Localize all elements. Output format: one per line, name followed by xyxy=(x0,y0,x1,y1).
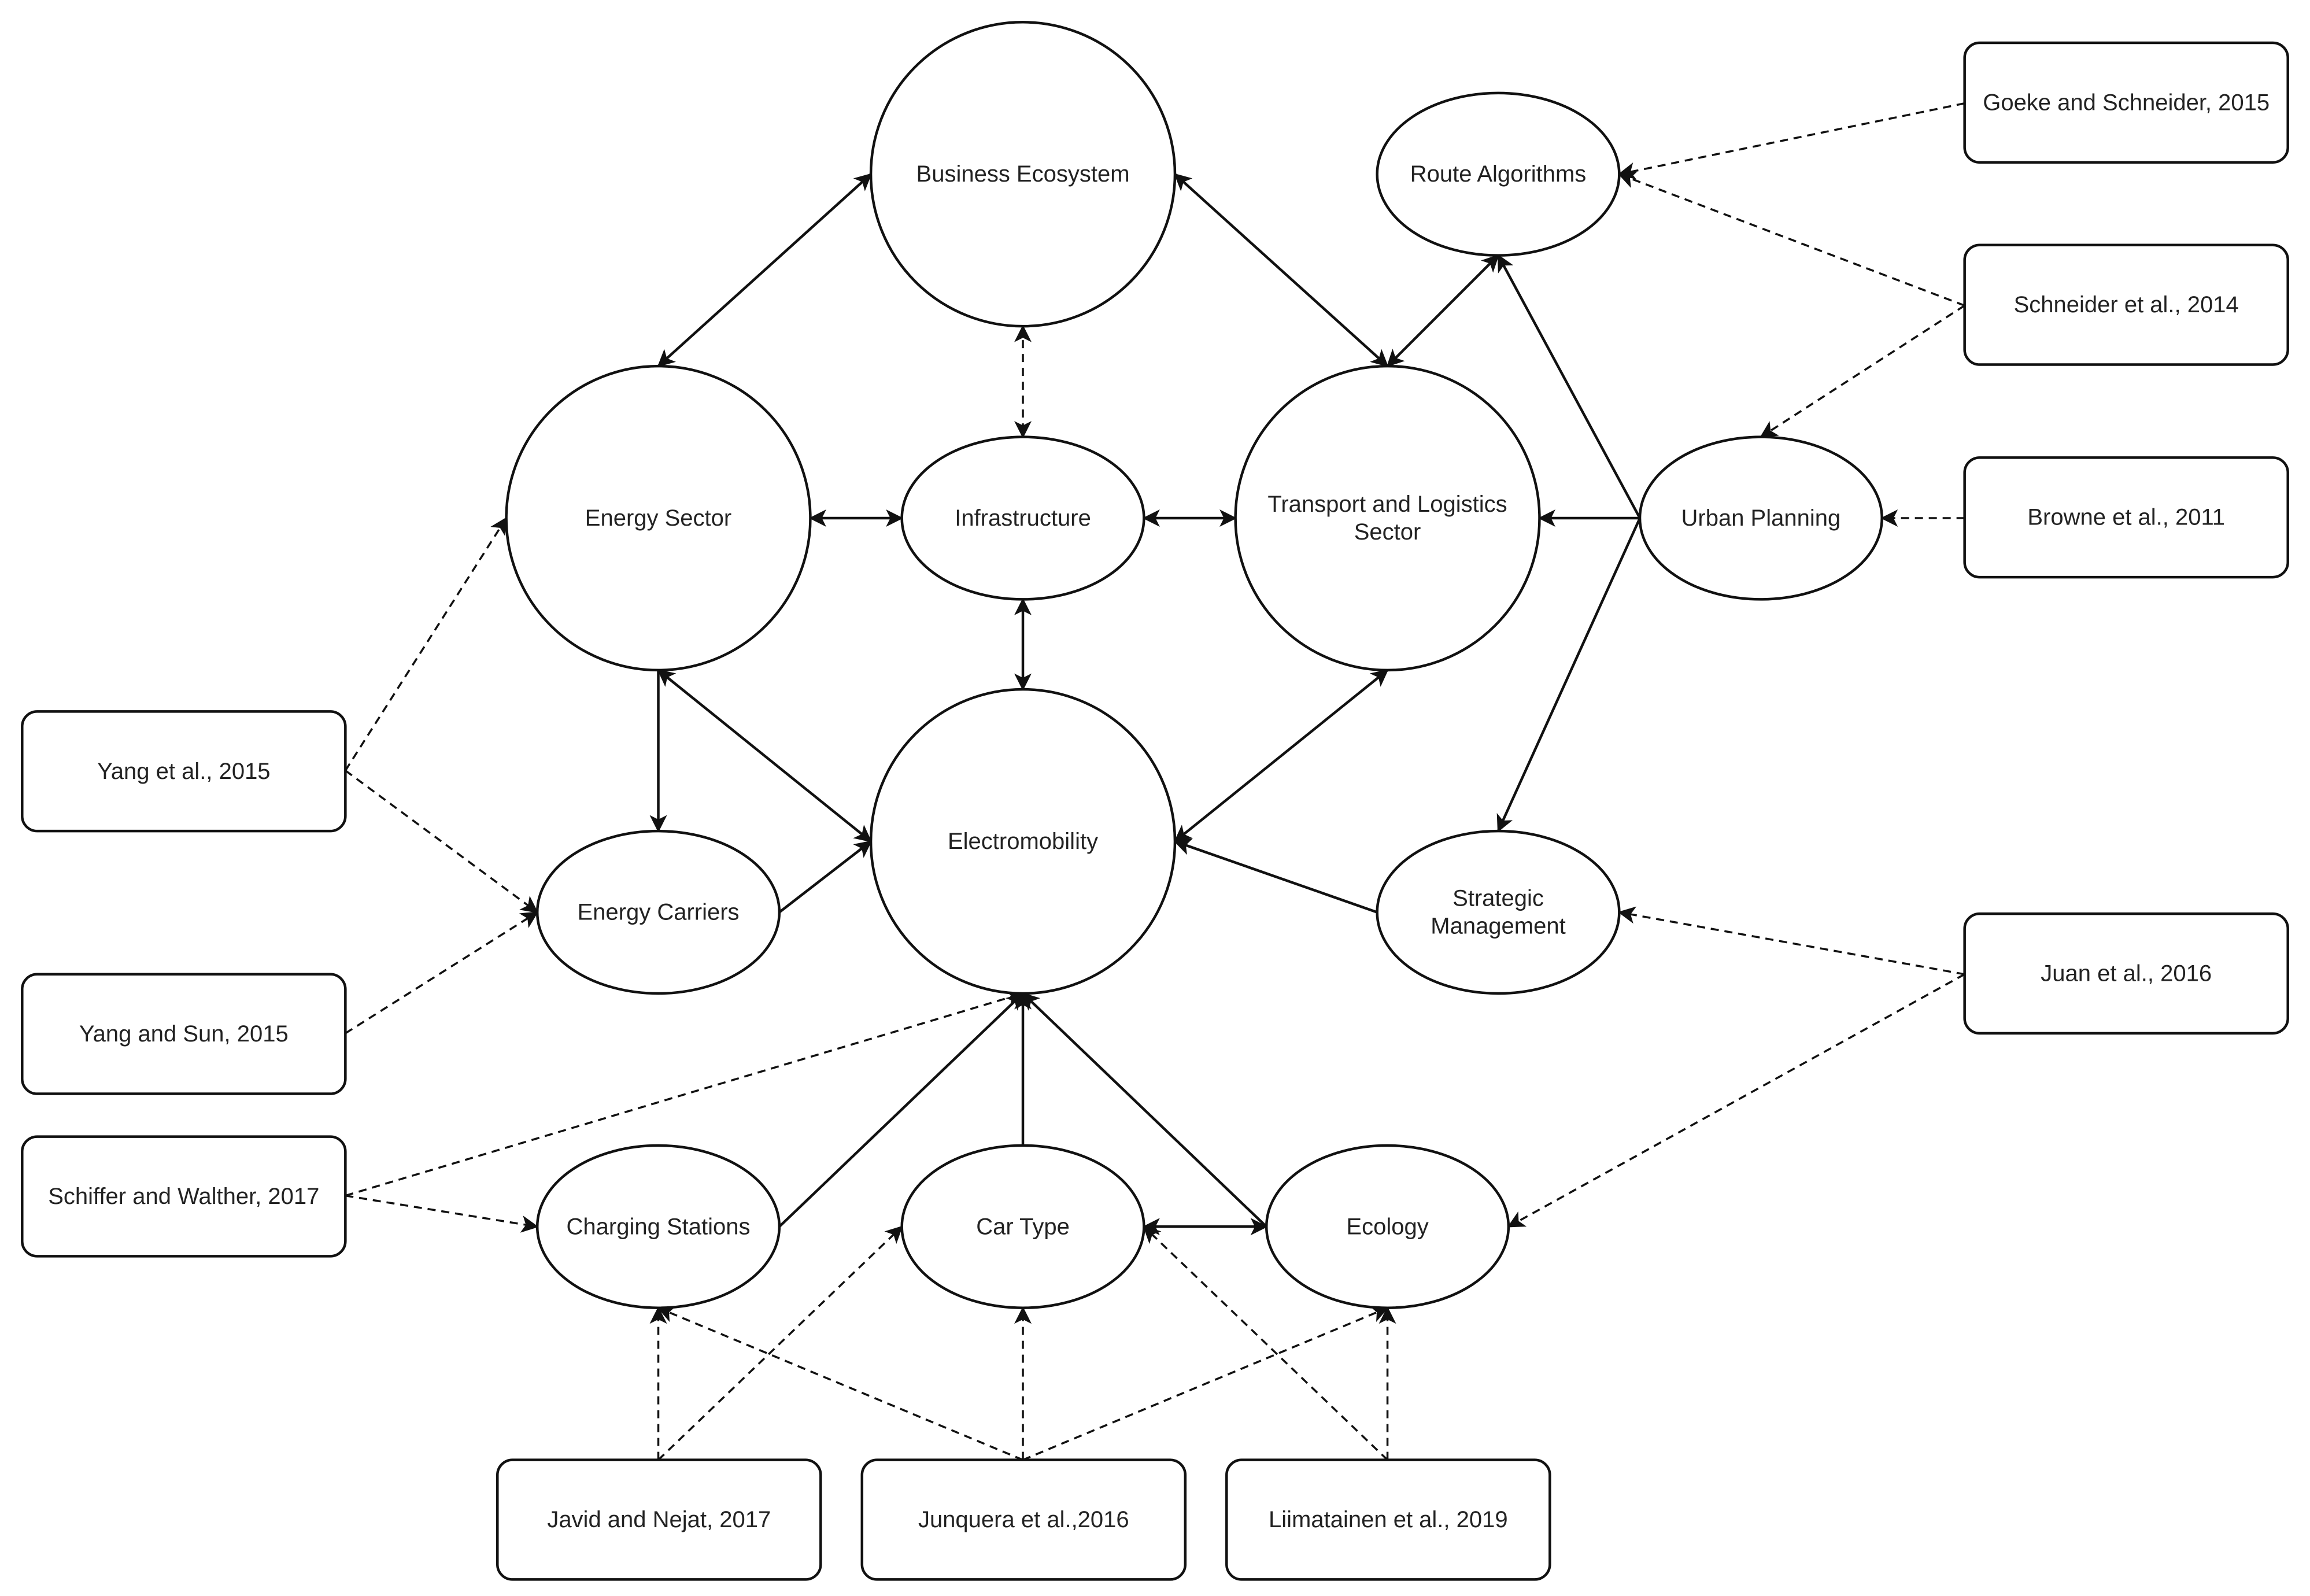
edge-ecology-to-electromobility xyxy=(1022,992,1267,1228)
node-shape xyxy=(869,21,1177,328)
node-charging: Charging Stations xyxy=(535,1144,781,1309)
reference-box xyxy=(21,973,347,1095)
node-label: Browne et al., 2011 xyxy=(2027,505,2225,530)
node-juan: Juan et al., 2016 xyxy=(1963,912,2289,1035)
edge-juan-to-strategic xyxy=(1617,906,1965,976)
node-shape xyxy=(1265,1144,1510,1309)
edge-liimatainen-to-car_type xyxy=(1143,1225,1388,1461)
node-label: Car Type xyxy=(976,1214,1070,1239)
node-label: Schneider et al., 2014 xyxy=(2014,292,2239,317)
node-label: Goeke and Schneider, 2015 xyxy=(1983,90,2270,115)
node-shape xyxy=(900,435,1145,601)
node-yangsun: Yang and Sun, 2015 xyxy=(21,973,347,1095)
edges-layer xyxy=(344,102,1965,1461)
node-shape xyxy=(1638,435,1883,601)
reference-box xyxy=(1963,912,2289,1035)
node-schneider: Schneider et al., 2014 xyxy=(1963,243,2289,366)
node-javid: Javid and Nejat, 2017 xyxy=(496,1458,822,1581)
node-infrastructure: Infrastructure xyxy=(900,435,1145,601)
node-shape xyxy=(1376,829,1621,995)
node-label: Strategic xyxy=(1452,886,1544,911)
node-shape xyxy=(535,1144,781,1309)
node-label: Junquera et al.,2016 xyxy=(918,1507,1129,1532)
node-label: Charging Stations xyxy=(567,1214,751,1239)
reference-box xyxy=(1963,456,2289,579)
node-label: Schiffer and Walther, 2017 xyxy=(48,1184,319,1209)
node-car-type: Car Type xyxy=(900,1144,1145,1309)
edge-javid-to-car_type xyxy=(657,1225,903,1461)
edge-junquera-to-charging xyxy=(657,1306,1023,1461)
reference-box xyxy=(860,1458,1187,1581)
edge-yang2015-to-energy_carriers xyxy=(345,770,539,914)
node-label: Management xyxy=(1431,914,1565,939)
edge-goeke-to-route xyxy=(1617,102,1965,180)
edge-route-to-transport xyxy=(1386,254,1499,367)
reference-box xyxy=(496,1458,822,1581)
node-shape xyxy=(1376,91,1621,257)
node-label: Yang and Sun, 2015 xyxy=(79,1021,289,1047)
node-electromobility: Electromobility xyxy=(869,688,1177,995)
reference-box xyxy=(21,1135,347,1258)
reference-box xyxy=(1963,243,2289,366)
node-label: Business Ecosystem xyxy=(916,161,1130,187)
node-urban: Urban Planning xyxy=(1638,435,1883,601)
node-label: Transport and Logistics xyxy=(1267,492,1507,517)
node-shape xyxy=(505,364,812,672)
node-liimatainen: Liimatainen et al., 2019 xyxy=(1225,1458,1551,1581)
edge-schneider-to-route xyxy=(1617,171,1965,307)
edge-transport-to-electromobility xyxy=(1174,669,1389,843)
edge-strategic-to-electromobility xyxy=(1173,838,1378,914)
reference-box xyxy=(21,710,347,833)
edge-energy_sector-to-electromobility xyxy=(657,669,873,843)
node-shape xyxy=(1234,364,1541,672)
node-label: Yang et al., 2015 xyxy=(97,759,271,784)
node-label: Electromobility xyxy=(948,829,1098,854)
node-label: Ecology xyxy=(1346,1214,1428,1239)
edge-urban-to-route xyxy=(1497,254,1642,519)
node-browne: Browne et al., 2011 xyxy=(1963,456,2289,579)
reference-box xyxy=(1225,1458,1551,1581)
node-route: Route Algorithms xyxy=(1376,91,1621,257)
node-goeke: Goeke and Schneider, 2015 xyxy=(1963,41,2289,164)
node-schiffer: Schiffer and Walther, 2017 xyxy=(21,1135,347,1258)
edge-energy_carriers-to-electromobility xyxy=(778,840,873,914)
node-shape xyxy=(869,688,1177,995)
edge-energy_sector-to-business xyxy=(657,173,872,367)
node-ecology: Ecology xyxy=(1265,1144,1510,1309)
edge-junquera-to-ecology xyxy=(1022,1306,1389,1461)
edge-business-to-transport xyxy=(1174,173,1389,367)
reference-box xyxy=(1963,41,2289,164)
node-shape xyxy=(900,1144,1145,1309)
edge-schiffer-to-electromobility xyxy=(345,989,1025,1197)
edge-urban-to-strategic xyxy=(1496,518,1642,833)
edge-yangsun-to-energy_carriers xyxy=(345,911,539,1035)
node-label: Infrastructure xyxy=(955,505,1091,531)
edge-juan-to-ecology xyxy=(1507,973,1965,1228)
node-energy-sector: Energy Sector xyxy=(505,364,812,672)
node-label: Urban Planning xyxy=(1681,505,1841,531)
edge-yang2015-to-energy_sector xyxy=(344,516,508,771)
node-label: Energy Sector xyxy=(585,505,731,531)
node-yang2015: Yang et al., 2015 xyxy=(21,710,347,833)
node-shape xyxy=(535,829,781,995)
node-label: Juan et al., 2016 xyxy=(2041,961,2212,987)
node-business: Business Ecosystem xyxy=(869,21,1177,328)
node-label: Route Algorithms xyxy=(1410,161,1587,187)
node-label: Javid and Nejat, 2017 xyxy=(547,1507,771,1532)
node-junquera: Junquera et al.,2016 xyxy=(860,1458,1187,1581)
edge-charging-to-electromobility xyxy=(778,992,1024,1228)
node-energy-carriers: Energy Carriers xyxy=(535,829,781,995)
node-label: Energy Carriers xyxy=(577,900,739,925)
node-label: Sector xyxy=(1354,519,1421,545)
node-label: Liimatainen et al., 2019 xyxy=(1269,1507,1508,1532)
edge-schiffer-to-charging xyxy=(345,1194,539,1233)
edge-schneider-to-urban xyxy=(1760,304,1965,438)
